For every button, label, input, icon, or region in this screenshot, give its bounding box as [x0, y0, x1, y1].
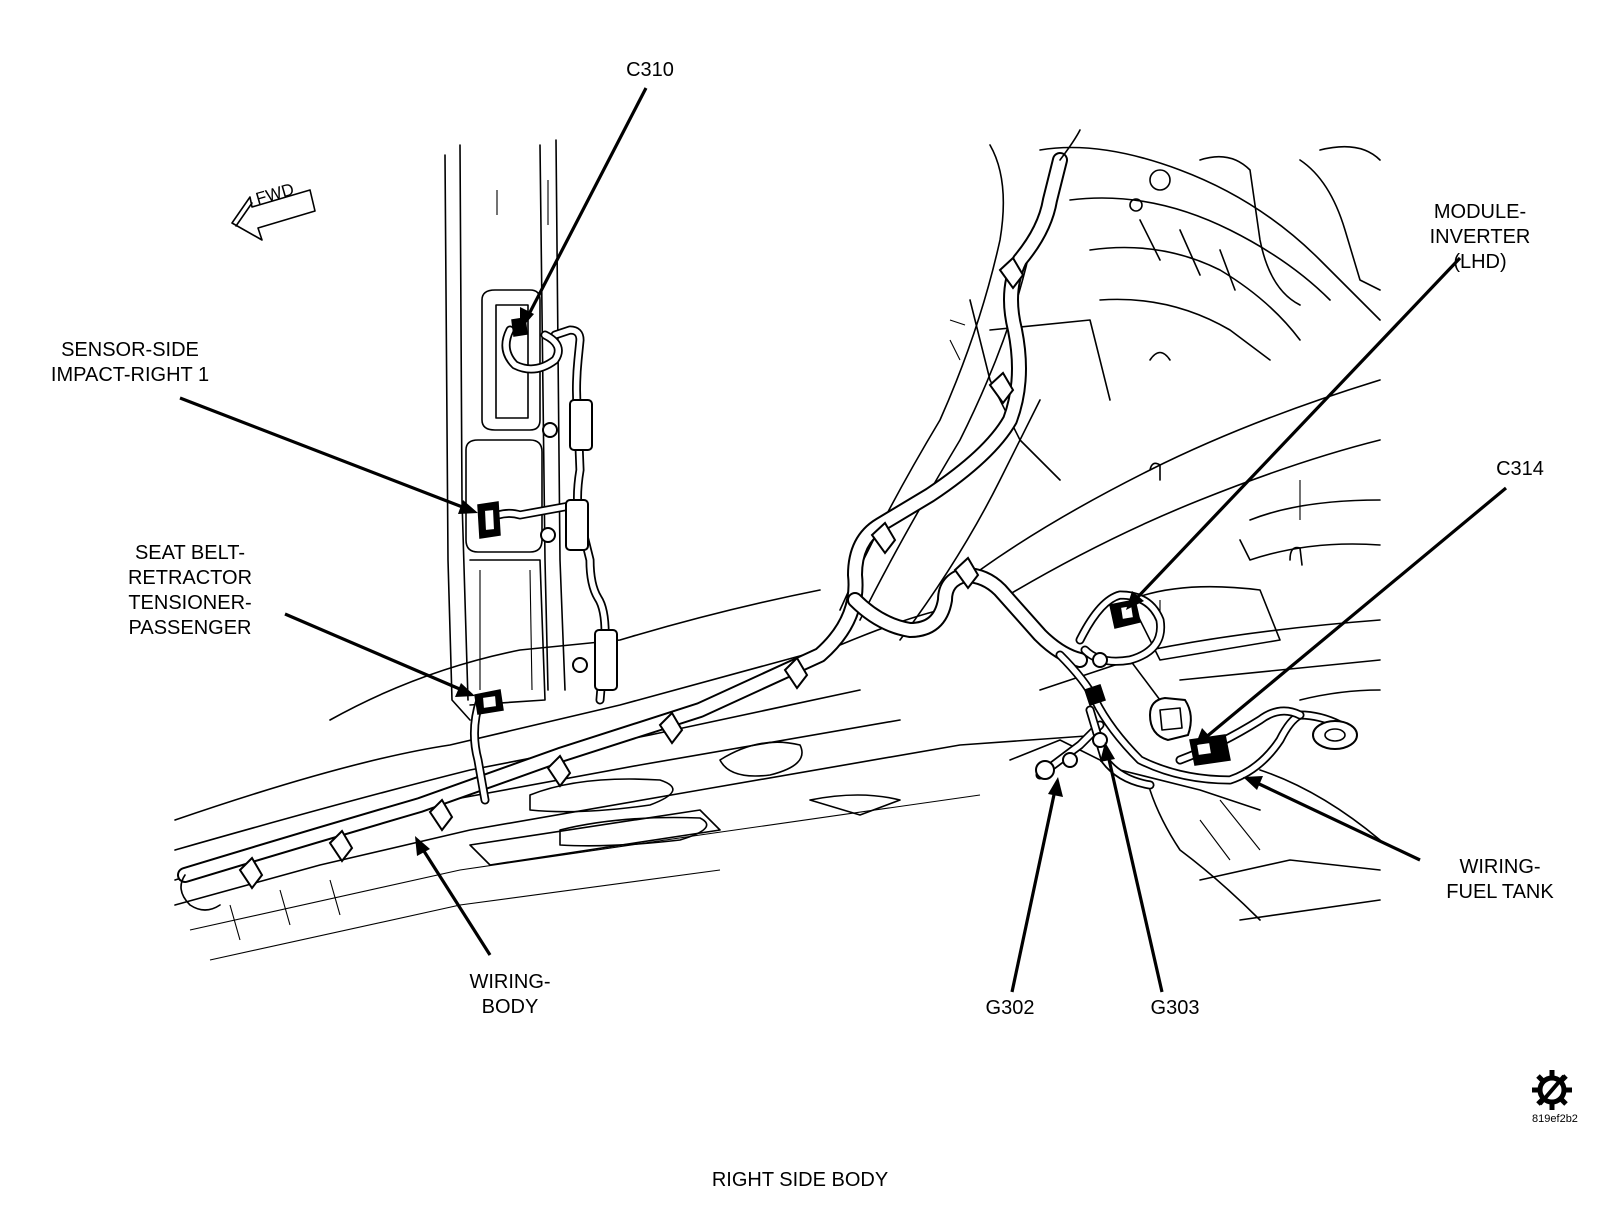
callout-c310: C310 — [626, 59, 674, 81]
diagram-caption: RIGHT SIDE BODY — [711, 1169, 889, 1191]
pillar-connectors — [474, 317, 528, 715]
callout-c314: C314 — [1496, 458, 1544, 480]
callout-g302: G302 — [985, 997, 1035, 1019]
callout-wiring-fuel-tank: WIRING- FUEL TANK — [1446, 856, 1554, 903]
callout-module-inverter: MODULE- INVERTER (LHD) — [1429, 201, 1531, 273]
figure-code: 819ef2b2 — [1532, 1113, 1578, 1125]
fwd-arrow-icon — [231, 189, 316, 241]
callout-sensor-side-impact: SENSOR-SIDE IMPACT-RIGHT 1 — [50, 339, 210, 386]
callout-g303: G303 — [1150, 997, 1200, 1019]
wiring-body-harness — [177, 129, 1088, 911]
body-structure — [174, 139, 1381, 961]
leader-lines — [179, 87, 1508, 993]
rear-harness — [1035, 590, 1358, 790]
gear-wrench-icon — [1532, 1070, 1572, 1110]
callout-wiring-body: WIRING- BODY — [469, 971, 551, 1018]
callout-seat-belt-retractor: SEAT BELT- RETRACTOR TENSIONER- PASSENGE… — [127, 542, 253, 639]
